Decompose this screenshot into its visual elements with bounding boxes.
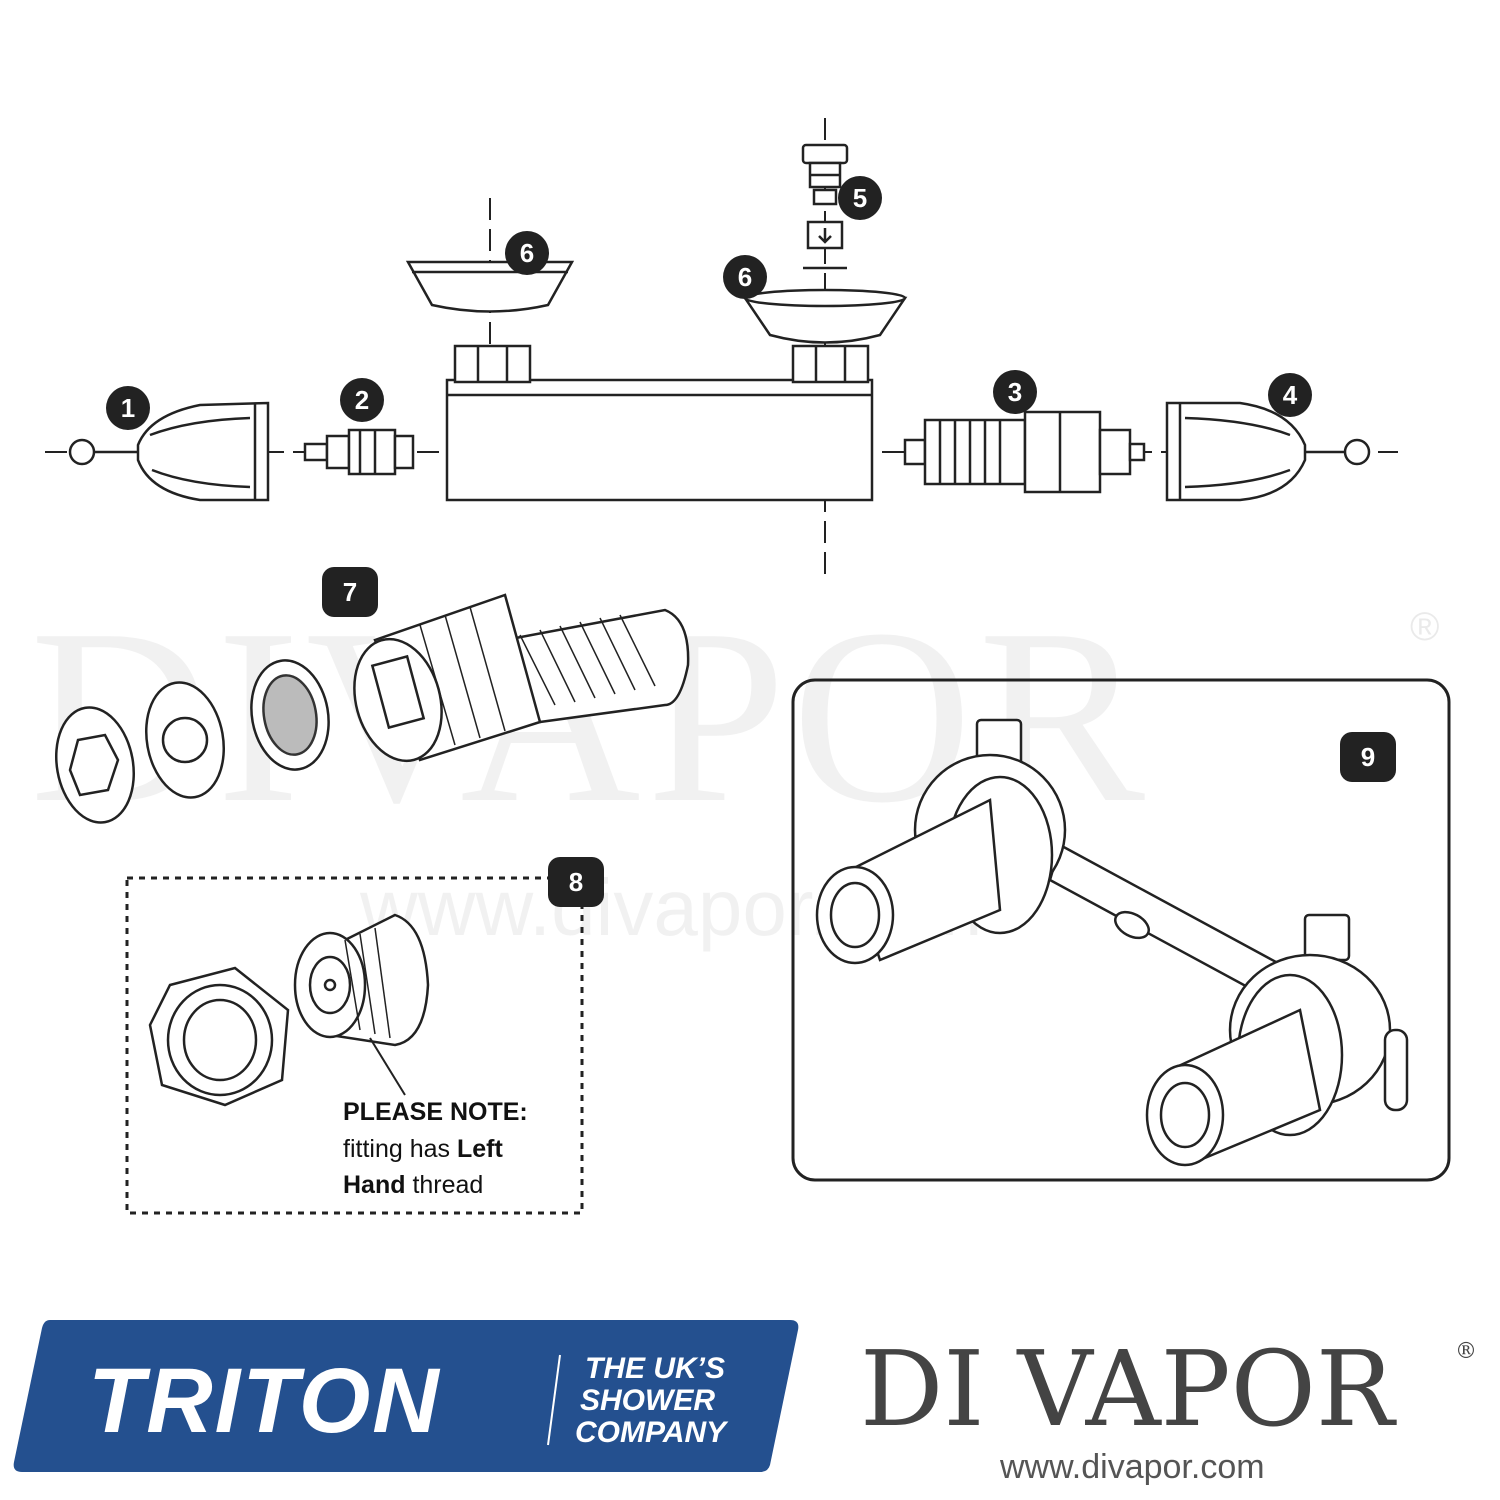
- part-marker-2: 2: [340, 378, 384, 422]
- part-marker-9: 9: [1340, 732, 1396, 782]
- left-hand-fitting: [293, 913, 430, 1047]
- thermostatic-cartridge: [903, 410, 1146, 494]
- part-marker-4: 4: [1268, 373, 1312, 417]
- triton-tagline-3: COMPANY: [575, 1416, 729, 1449]
- hex-nut: [148, 966, 290, 1107]
- handle-left: [68, 401, 270, 502]
- part-markers: 1 2 3 4 5 6 6 7: [106, 176, 1396, 907]
- triton-tagline-2: SHOWER: [580, 1384, 715, 1417]
- note-heading: PLEASE NOTE:: [343, 1098, 528, 1126]
- watermark: DIVAPOR ® www.divapor.com: [30, 578, 1439, 952]
- divapor-logo: DI VAPOR ® www.divapor.com: [860, 1328, 1477, 1486]
- triton-logo-background: [13, 1320, 799, 1472]
- center-axes: [45, 118, 1398, 582]
- svg-text:2: 2: [355, 385, 369, 415]
- svg-text:3: 3: [1008, 377, 1022, 407]
- svg-text:6: 6: [738, 262, 752, 292]
- triton-logo: TRITON THE UK’S SHOWER COMPANY: [13, 1320, 799, 1472]
- shroud-right: [742, 288, 908, 344]
- part-marker-3: 3: [993, 370, 1037, 414]
- check-valve: [801, 143, 849, 270]
- part-marker-8: 8: [548, 857, 604, 907]
- shroud-left: [405, 260, 575, 313]
- handle-right: [1165, 401, 1371, 502]
- svg-text:5: 5: [853, 183, 867, 213]
- wall-bracket: [815, 718, 1409, 1167]
- svg-text:8: 8: [569, 867, 583, 897]
- washer-filter: [144, 681, 226, 799]
- part-marker-6-right: 6: [723, 255, 767, 299]
- left-hand-thread-note: PLEASE NOTE: fitting has Left Hand threa…: [343, 1098, 528, 1199]
- part-marker-7: 7: [322, 567, 378, 617]
- part-marker-6-left: 6: [505, 231, 549, 275]
- divapor-registered: ®: [1455, 1339, 1477, 1364]
- outlet-elbow: [353, 593, 690, 763]
- washer-mesh: [250, 659, 330, 771]
- flow-cartridge: [303, 428, 415, 476]
- svg-text:7: 7: [343, 577, 357, 607]
- note-line-2: Hand thread: [343, 1171, 483, 1199]
- triton-name: TRITON: [88, 1350, 441, 1452]
- divapor-url: www.divapor.com: [999, 1448, 1265, 1486]
- note-leader-line: [369, 1037, 406, 1096]
- svg-text:9: 9: [1361, 742, 1375, 772]
- part-9-box: [791, 678, 1451, 1182]
- svg-text:6: 6: [520, 238, 534, 268]
- part-marker-5: 5: [838, 176, 882, 220]
- watermark-registered-mark: ®: [1410, 605, 1439, 649]
- valve-body: [445, 344, 874, 502]
- svg-text:1: 1: [121, 393, 135, 423]
- triton-tagline-1: THE UK’S: [585, 1352, 725, 1385]
- part-marker-1: 1: [106, 386, 150, 430]
- svg-text:4: 4: [1283, 380, 1298, 410]
- triton-divider: [547, 1354, 561, 1446]
- divapor-name: DI VAPOR: [860, 1328, 1397, 1450]
- washer-hex: [54, 706, 136, 824]
- note-line-1: fitting has Left: [343, 1135, 503, 1163]
